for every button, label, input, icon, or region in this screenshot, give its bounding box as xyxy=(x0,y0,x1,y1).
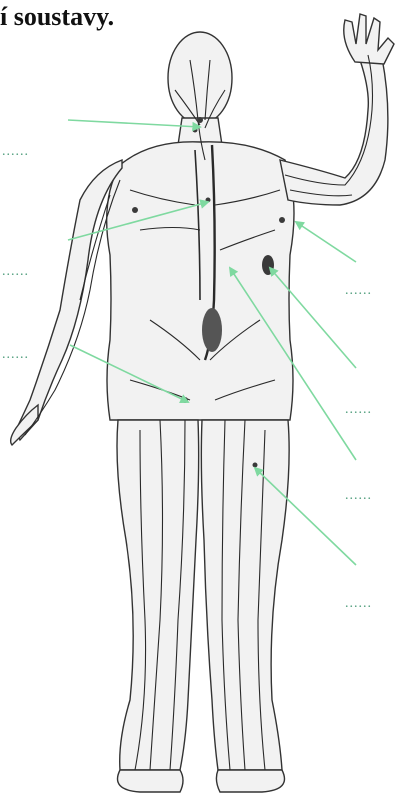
body-silhouette xyxy=(11,14,394,792)
arrow-axillary-nodes xyxy=(296,222,356,262)
arrow-neck-nodes xyxy=(68,120,200,127)
